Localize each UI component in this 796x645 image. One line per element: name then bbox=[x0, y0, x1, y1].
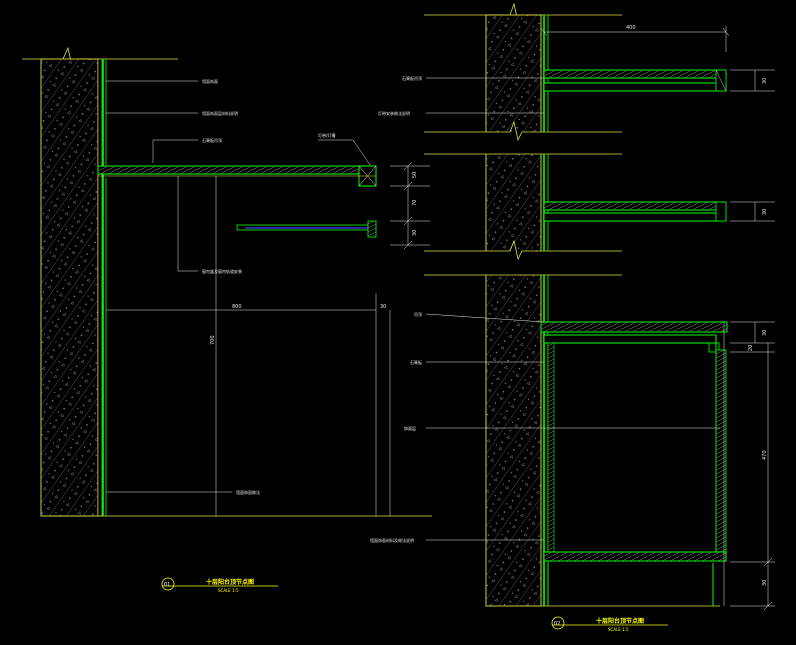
left-dim-4: 800 bbox=[232, 304, 242, 310]
left-dim-3: 30 bbox=[412, 230, 418, 236]
left-leaders bbox=[106, 80, 391, 516]
right-top-dimension bbox=[540, 26, 730, 52]
right-note-4: 石膏板 bbox=[410, 359, 422, 365]
left-note-5: 窗帘盒及窗帘轨道安装 bbox=[202, 268, 242, 274]
right-note-1: 石膏板吊顶 bbox=[402, 75, 422, 81]
right-dim-5: 20 bbox=[748, 345, 754, 351]
right-ceiling-board-1 bbox=[543, 69, 727, 92]
right-detail-scale: SCALE 1:5 bbox=[608, 627, 629, 632]
right-concrete-wall bbox=[485, 14, 542, 607]
left-title-block: 01 十层阳台顶节点图 SCALE 1:5 bbox=[161, 577, 278, 593]
right-ceiling-board-2 bbox=[543, 201, 727, 222]
right-wall-finish bbox=[543, 15, 549, 606]
left-note-3: 石膏板吊顶 bbox=[202, 137, 222, 143]
right-note-5: 饰面层 bbox=[404, 425, 416, 431]
right-callout-number: 02 bbox=[554, 621, 560, 627]
right-side-dimensions bbox=[730, 69, 775, 611]
right-curtain-box bbox=[541, 342, 727, 607]
right-title-block: 02 十层阳台顶节点图 SCALE 1:5 bbox=[551, 616, 668, 632]
right-dim-6: 470 bbox=[762, 450, 768, 460]
right-note-6: 墙面饰面材料及做法说明 bbox=[370, 537, 414, 543]
right-dim-3: 30 bbox=[762, 209, 768, 215]
left-note-4: 灯带/灯槽 bbox=[318, 132, 335, 138]
right-detail-title: 十层阳台顶节点图 bbox=[596, 617, 644, 625]
right-wall-breaks bbox=[424, 120, 624, 276]
right-leaders bbox=[425, 77, 725, 606]
left-note-2: 墙面饰面层材料说明 bbox=[202, 110, 238, 116]
right-dim-2: 30 bbox=[762, 78, 768, 84]
left-note-1: 墙面饰面 bbox=[202, 78, 218, 84]
right-note-2: 灯带安装做法说明 bbox=[378, 110, 410, 116]
right-note-3: 吊顶 bbox=[414, 312, 422, 317]
left-detail-title: 十层阳台顶节点图 bbox=[206, 578, 254, 586]
right-ceiling-board-3 bbox=[540, 321, 728, 353]
left-ceiling-board bbox=[97, 165, 377, 187]
right-dim-4: 30 bbox=[762, 330, 768, 336]
left-dim-1: 50 bbox=[412, 172, 418, 178]
left-detail-scale: SCALE 1:5 bbox=[218, 588, 239, 593]
left-dim-2: 70 bbox=[412, 200, 418, 206]
left-curtain-track bbox=[236, 220, 377, 238]
left-dimension-chain bbox=[390, 161, 430, 250]
left-detail: 墙面饰面 墙面饰面层材料说明 石膏板吊顶 灯带/灯槽 窗帘盒及窗帘轨道安装 墙面… bbox=[22, 46, 432, 593]
left-callout-number: 01 bbox=[164, 582, 170, 588]
left-concrete-wall bbox=[40, 58, 99, 517]
right-dim-1: 400 bbox=[626, 25, 636, 31]
left-wall-finish bbox=[97, 58, 107, 517]
left-dim-6: 700 bbox=[210, 335, 216, 345]
right-dim-7: 30 bbox=[762, 580, 768, 586]
left-dim-5: 30 bbox=[380, 304, 386, 310]
left-note-6: 墙面饰面做法 bbox=[236, 489, 260, 495]
right-detail: 石膏板吊顶 灯带安装做法说明 吊顶 石膏板 饰面层 墙面饰面材料及做法说明 40… bbox=[370, 2, 775, 632]
